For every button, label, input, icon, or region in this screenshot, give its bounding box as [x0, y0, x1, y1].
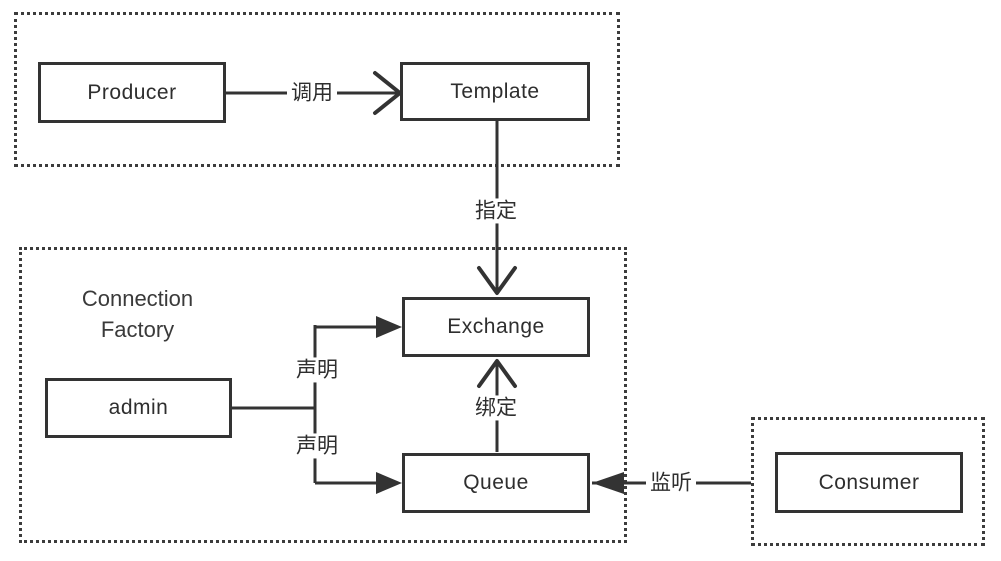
edge-label-invoke: 调用	[287, 80, 337, 106]
node-admin: admin	[45, 378, 232, 438]
producer-group-box	[14, 12, 620, 167]
node-producer: Producer	[38, 62, 226, 123]
consumer-group-box	[751, 417, 985, 546]
node-queue: Queue	[402, 453, 590, 513]
edge-label-listen: 监听	[646, 470, 696, 496]
node-template: Template	[400, 62, 590, 121]
edge-label-bind: 绑定	[471, 395, 521, 421]
edge-label-declare-exchange: 声明	[292, 357, 342, 383]
connection-factory-label: Connection Factory	[81, 286, 194, 342]
edge-label-assign: 指定	[471, 198, 521, 224]
node-consumer: Consumer	[775, 452, 963, 513]
edge-label-declare-queue: 声明	[292, 433, 342, 459]
connection-factory-group-box	[19, 247, 627, 543]
node-exchange: Exchange	[402, 297, 590, 357]
